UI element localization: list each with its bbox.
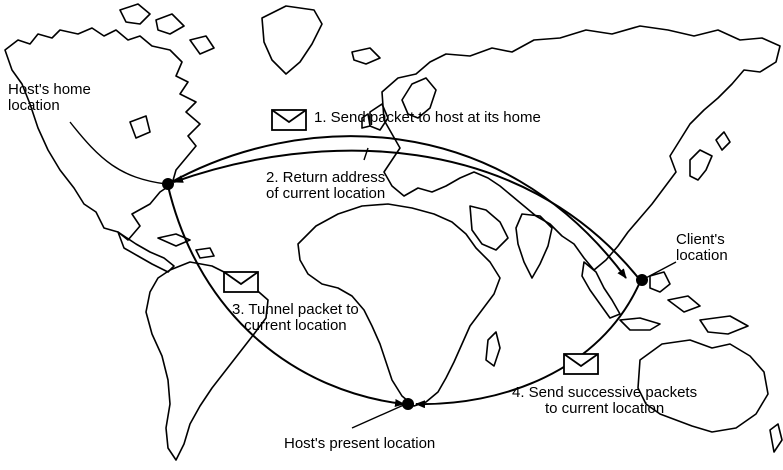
india-outline [515,213,553,279]
british-isles-outline [361,103,389,131]
client-location-dot [636,274,648,286]
step-2-label: 2. Return address of current location [266,169,386,202]
client-leader-line [641,261,677,281]
step-4-label: 4. Send successive packets to current lo… [512,384,698,417]
step-1-label: 1. Send packet to host at its home [314,109,541,126]
client-location-label: Client's location [676,231,728,264]
present-location-dot [402,398,414,410]
present-leader-line [351,403,407,429]
iceland-outline [351,47,381,65]
scandinavia-outline [401,77,437,119]
north-america-outline [4,27,201,241]
home-location-dot [162,178,174,190]
present-location-label: Host's present location [284,435,436,452]
eurasia-outline [381,25,781,271]
madagascar-outline [485,331,501,367]
arrow-step3 [167,185,405,407]
australia-outline [637,339,769,433]
arrow-step1 [167,135,627,279]
africa-outline [297,203,501,407]
envelope-icon [271,109,307,131]
arrow-step4 [415,281,641,409]
location-dots [162,178,648,410]
greenland-outline [261,5,323,75]
home-leader-line [69,121,167,185]
new-zealand-outline [769,423,783,453]
envelope-icon [223,271,259,293]
world-map [4,3,783,461]
leader-lines [69,121,677,429]
envelopes [223,109,599,375]
central-america-outline [117,231,215,273]
arabia-outline [469,205,509,251]
japan-outline [689,131,731,181]
envelope-icon [563,353,599,375]
indonesia-outline [619,271,749,335]
route-arrows [167,135,641,409]
se-asia-outline [581,261,621,319]
step-3-label: 3. Tunnel packet to current location [232,301,359,334]
arrow-step2 [173,149,641,281]
canadian-islands [119,3,215,139]
home-location-label: Host's home location [8,81,91,114]
